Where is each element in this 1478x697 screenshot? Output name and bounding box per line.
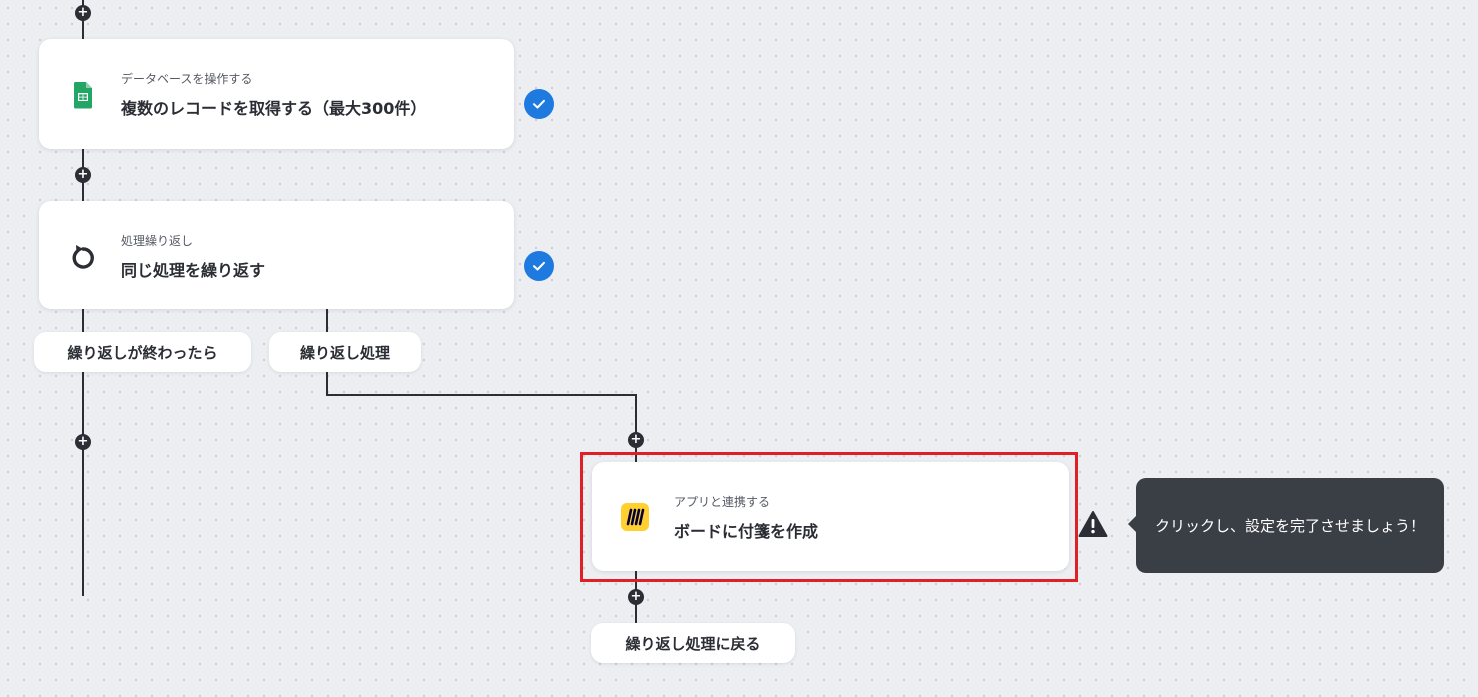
add-step-button[interactable]: + — [628, 432, 644, 448]
flow-line-main-bottom — [82, 308, 84, 596]
step-card-get-records[interactable]: データベースを操作する 複数のレコードを取得する（最大300件） — [39, 39, 514, 149]
step-card-loop[interactable]: 処理繰り返し 同じ処理を繰り返す — [39, 201, 514, 309]
step-subtitle: 処理繰り返し — [121, 234, 194, 248]
google-sheets-icon — [67, 79, 99, 111]
step-title: ボードに付箋を作成 — [674, 522, 819, 541]
completed-check-icon — [524, 251, 554, 281]
step-title: 複数のレコードを取得する（最大300件） — [121, 99, 427, 118]
add-step-button[interactable]: + — [75, 5, 91, 21]
step-subtitle: データベースを操作する — [121, 72, 253, 86]
add-step-button[interactable]: + — [75, 167, 91, 183]
flow-line-loop-h — [326, 394, 637, 396]
highlight-frame — [580, 452, 1078, 582]
branch-loop-process-label[interactable]: 繰り返し処理 — [269, 332, 421, 372]
loop-icon — [67, 241, 99, 273]
back-to-loop-label[interactable]: 繰り返し処理に戻る — [591, 623, 795, 663]
step-card-create-sticky-note[interactable]: アプリと連携する ボードに付箋を作成 — [592, 462, 1069, 571]
tooltip-text: クリックし、設定を完了させましょう！ — [1154, 517, 1425, 535]
flow-line-loop-b — [635, 394, 637, 462]
step-subtitle: アプリと連携する — [674, 495, 771, 509]
add-step-button[interactable]: + — [75, 434, 91, 450]
branch-after-loop-label[interactable]: 繰り返しが終わったら — [34, 332, 251, 372]
warning-icon — [1078, 510, 1108, 538]
miro-icon — [620, 502, 652, 534]
add-step-button[interactable]: + — [628, 589, 644, 605]
completed-check-icon — [524, 89, 554, 119]
setup-hint-tooltip: クリックし、設定を完了させましょう！ — [1128, 478, 1444, 573]
step-title: 同じ処理を繰り返す — [121, 261, 266, 280]
